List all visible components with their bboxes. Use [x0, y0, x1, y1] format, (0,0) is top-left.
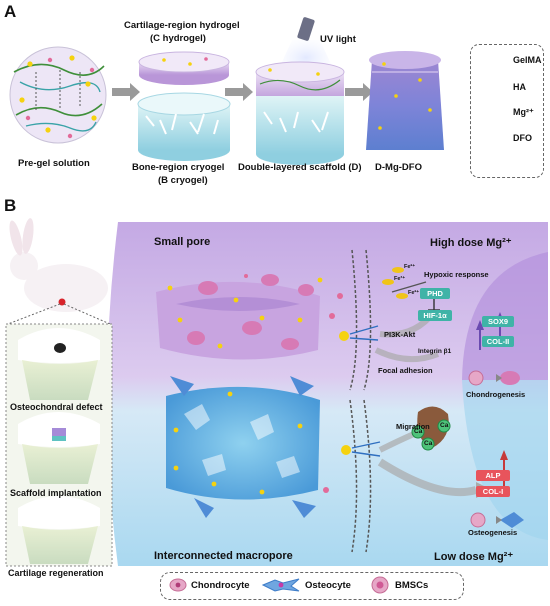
legend-osteocyte: Osteocyte [305, 580, 351, 591]
cell-membrane-top [349, 249, 372, 391]
box-hif: HIF-1α [418, 310, 452, 321]
label-double-layer: Double-layered scaffold (D) [238, 162, 362, 173]
arrow-1 [112, 83, 140, 101]
legend-ha: HA [513, 82, 526, 92]
mini-osteocyte [500, 512, 524, 528]
legend-gelma: GelMA [513, 55, 542, 65]
label-b-cryogel-1: Bone-region cryogel [132, 162, 225, 173]
box-col2: COL-II [482, 336, 514, 347]
osteocyte-icon [261, 578, 300, 592]
legend-bmsc: BMSCs [395, 580, 429, 591]
label-small-pore: Small pore [154, 236, 211, 248]
legend-dfo: DFO [513, 133, 532, 143]
femur-defect [18, 328, 100, 400]
box-alp: ALP [476, 470, 510, 481]
arrow-2 [225, 83, 253, 101]
mg-ion-top [339, 331, 349, 341]
label-chondrogenesis: Chondrogenesis [466, 390, 526, 399]
arrow-3 [345, 83, 373, 101]
legend-mg: Mg²⁺ [513, 107, 534, 117]
label-macropore: Interconnected macropore [154, 550, 293, 562]
step-implant: Scaffold implantation [10, 488, 102, 498]
fe-label-1: Fe²⁺ [404, 264, 416, 270]
ca-1: Ca [414, 428, 423, 435]
mini-chondrocyte [500, 371, 520, 385]
purple-scaffold [156, 274, 323, 360]
box-sox9: SOX9 [482, 316, 514, 327]
legend-box-a: GelMA HA Mg²⁺ DFO [470, 44, 544, 178]
legend-chondrocyte: Chondrocyte [191, 580, 250, 591]
label-migration: Migration [396, 422, 430, 431]
label-final: D-Mg-DFO [375, 162, 422, 173]
b-cryogel-cylinder [137, 92, 231, 161]
panel-b-graphic [5, 218, 548, 567]
cell-legend: Chondrocyte Osteocyte BMSCs [160, 572, 464, 600]
mg-ion-bottom [341, 445, 351, 455]
label-integrin: Integrin β1 [418, 348, 452, 355]
panel-b-letter: B [4, 196, 17, 215]
blue-scaffold [166, 376, 320, 518]
ca-channel [411, 406, 451, 451]
chondrocyte-icon [169, 578, 187, 592]
ca-3: Ca [424, 440, 433, 447]
mini-bmsc-2 [470, 512, 486, 528]
label-c-hydrogel-2: (C hydrogel) [150, 33, 206, 44]
double-layer-cylinder [255, 61, 345, 165]
ca-2: Ca [440, 422, 449, 429]
label-b-cryogel-2: (B cryogel) [158, 175, 208, 186]
femur-implant [18, 412, 100, 484]
bmsc-icon [371, 576, 389, 594]
c-hydrogel-disc [138, 51, 230, 85]
box-col1: COL-I [476, 486, 510, 497]
pregel-circle [9, 46, 107, 144]
fe-particles [382, 267, 408, 299]
final-scaffold [366, 51, 444, 150]
cell-membrane-bottom [349, 399, 372, 553]
fe-label-3: Fe²⁺ [408, 290, 420, 296]
label-pregel: Pre-gel solution [18, 158, 90, 169]
femur-regen [18, 496, 100, 564]
label-c-hydrogel-1: Cartilage-region hydrogel [124, 20, 240, 31]
label-pi3k: PI3K-Akt [384, 330, 416, 339]
panel-a-letter: A [4, 2, 17, 21]
step-defect: Osteochondral defect [10, 402, 103, 412]
fe-label-2: Fe³⁺ [394, 276, 406, 282]
rabbit-illustration [9, 218, 108, 312]
label-low-dose: Low dose Mg²⁺ [434, 551, 514, 563]
label-uv: UV light [320, 34, 356, 45]
mini-bmsc-1 [468, 370, 484, 386]
step-regen: Cartilage regeneration [8, 568, 104, 578]
label-high-dose: High dose Mg²⁺ [430, 237, 512, 249]
label-hypoxic: Hypoxic response [424, 270, 489, 279]
label-osteogenesis: Osteogenesis [468, 528, 518, 537]
box-phd: PHD [420, 288, 450, 299]
label-focal: Focal adhesion [378, 366, 433, 375]
panel-a-graphic [9, 17, 511, 165]
